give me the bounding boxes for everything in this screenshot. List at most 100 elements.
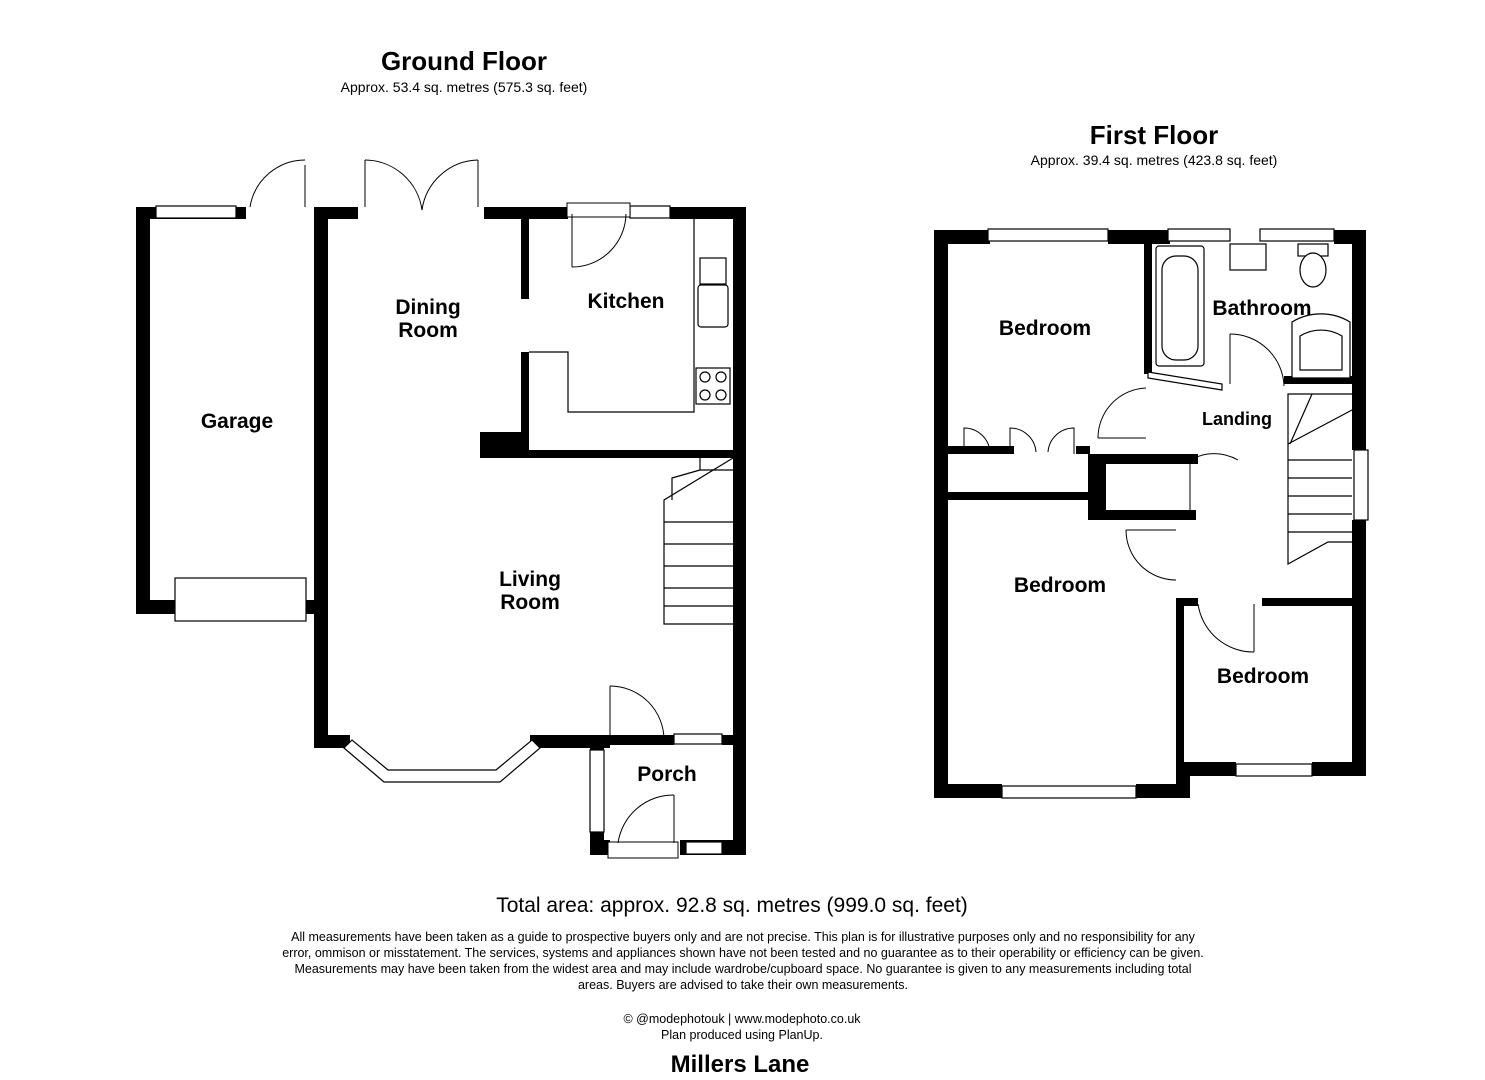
ground-floor-title: Ground Floor — [380, 46, 548, 76]
ff-wall-right-lower — [1352, 520, 1366, 776]
disclaimer: All measurements have been taken as a gu… — [282, 930, 1204, 992]
garage-door — [174, 577, 307, 622]
ground-floor-doors — [249, 159, 679, 859]
first-floor-doors — [963, 333, 1285, 653]
cupboard-door-swing — [1189, 453, 1239, 461]
porch-label: Porch — [637, 763, 697, 786]
bath-wall-right — [1284, 376, 1356, 384]
living-wall-top — [480, 450, 746, 458]
kitchen-sink — [697, 284, 729, 328]
bedroom-small-wall-top-right — [1262, 598, 1356, 606]
ground-floor-fixtures — [155, 205, 734, 855]
porch-wall-top — [604, 735, 674, 745]
dining-wall-top-right — [484, 207, 568, 219]
bedroom-top-wall-bottom — [948, 446, 1014, 454]
kitchen-label: Kitchen — [587, 290, 664, 313]
front-door-frame — [607, 841, 679, 859]
bedroom-main-door-swing — [1125, 529, 1177, 581]
living-label-line1: Living — [499, 568, 561, 591]
french-door-left-swing — [364, 159, 423, 211]
garage-label: Garage — [201, 410, 273, 433]
bedroom-small-wall-top-left — [1176, 598, 1198, 606]
ff-wall-left — [934, 230, 948, 798]
ff-wall-bottom-right2 — [1312, 762, 1366, 776]
house-wall-right — [733, 207, 746, 855]
ff-stairs-outline — [1287, 393, 1352, 566]
property-address: Millers Lane — [670, 1051, 810, 1078]
wardrobe-door-3 — [1047, 427, 1075, 454]
cupboard-wall-left — [1088, 454, 1106, 520]
garage-wall-bottom-left — [136, 600, 176, 614]
bathtub-inner — [1161, 255, 1199, 361]
hob-ring — [699, 389, 711, 401]
porch-inner-door-swing — [609, 685, 665, 741]
living-label-line2: Room — [500, 591, 560, 614]
dining-label-line1: Dining — [395, 296, 460, 319]
bedroom-small-label: Bedroom — [1217, 665, 1309, 688]
ff-window-bath-1 — [1167, 228, 1231, 242]
bay-window — [343, 739, 541, 783]
garage-house-wall — [314, 207, 328, 747]
ff-wall-bottom-left — [934, 784, 1002, 798]
first-floor-plan — [934, 230, 1366, 798]
kitchen-drainer — [699, 257, 727, 285]
ff-wall-bottom-right — [1176, 762, 1236, 776]
french-door-right-swing — [421, 159, 479, 211]
first-floor-area: Approx. 39.4 sq. metres (423.8 sq. feet) — [1030, 152, 1278, 168]
cupboard-wall-top — [1088, 454, 1198, 464]
stairs-outline — [663, 457, 734, 625]
ff-wall-right-upper — [1352, 230, 1366, 450]
porch-wall-top-right — [722, 735, 746, 745]
wardrobe-door-1 — [963, 427, 991, 454]
wardrobe-door-2 — [1009, 427, 1037, 454]
dining-wall-top-left — [314, 207, 358, 219]
toilet-bowl — [1299, 252, 1327, 288]
ground-floor-area: Approx. 53.4 sq. metres (575.3 sq. feet) — [340, 79, 588, 95]
kitchen-partition-lower — [521, 352, 529, 457]
bedroom-top-door-swing — [1097, 387, 1147, 439]
garage-window — [155, 205, 237, 219]
living-wall-bottom-left — [314, 735, 350, 748]
ff-wall-top-left — [934, 230, 990, 244]
ff-window-bedroom-top — [987, 228, 1109, 242]
bedroom-top-label: Bedroom — [999, 317, 1091, 340]
porch-side-window — [589, 749, 605, 833]
ff-window-landing — [1353, 449, 1369, 521]
stairs-treads — [664, 458, 733, 607]
bathroom-basin — [1229, 243, 1267, 271]
bathroom-door-swing — [1229, 333, 1285, 387]
cupboard-wall-bottom — [1088, 510, 1196, 520]
garage-back-door-swing — [249, 159, 306, 208]
dining-label-line2: Room — [398, 319, 458, 342]
front-door-swing — [617, 794, 675, 844]
kitchen-partition-upper — [521, 219, 529, 299]
ff-wall-top-mid — [1108, 230, 1170, 244]
ff-window-bedroom-small — [1235, 763, 1313, 777]
kitchen-window — [629, 205, 671, 219]
kitchen-wall-top — [670, 207, 746, 219]
porch-wall-bottom-left — [590, 840, 610, 855]
bath-angled-wall — [1147, 371, 1223, 391]
kitchen-back-door-frame — [566, 202, 631, 218]
first-floor-title: First Floor — [1089, 120, 1219, 150]
bedroom-top-wall-bottom2 — [1076, 446, 1090, 454]
kitchen-worktop — [529, 219, 695, 413]
credit-line-2: Plan produced using PlanUp. — [661, 1028, 823, 1042]
shower-tray-inner — [1299, 329, 1343, 371]
ff-window-bath-2 — [1259, 228, 1335, 242]
ff-stairs-treads — [1287, 393, 1353, 533]
total-area: Total area: approx. 92.8 sq. metres (999… — [496, 894, 968, 917]
bath-wall-left — [1144, 244, 1152, 374]
landing-label: Landing — [1202, 409, 1272, 429]
porch-front-window — [685, 841, 723, 855]
hob-ring — [715, 371, 727, 383]
hob-ring — [715, 389, 727, 401]
ff-window-bedroom-main — [1001, 785, 1137, 799]
bedroom-small-door-swing — [1197, 603, 1255, 653]
first-floor-fixtures — [987, 228, 1369, 799]
garage-wall-left — [136, 207, 150, 614]
bedroom-main-wall-right — [1176, 598, 1184, 776]
bathroom-label: Bathroom — [1212, 297, 1311, 320]
credit-line-1: © @modephotouk | www.modephoto.co.uk — [623, 1012, 861, 1026]
